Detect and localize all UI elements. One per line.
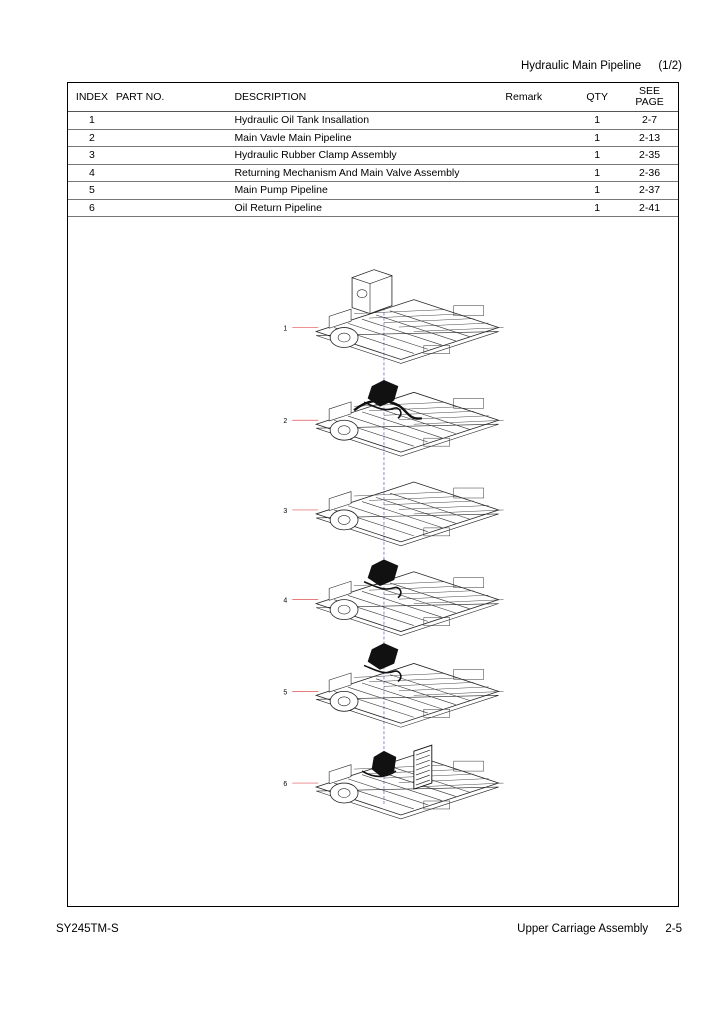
col-see-page-line2: PAGE xyxy=(635,96,664,108)
cell-description: Returning Mechanism And Main Valve Assem… xyxy=(234,164,506,182)
cell-description: Oil Return Pipeline xyxy=(234,199,506,217)
cell-qty: 1 xyxy=(573,111,622,130)
assembly-view-2 xyxy=(314,380,504,457)
table-header-row: INDEX PART NO. DESCRIPTION Remark QTY SE… xyxy=(68,83,678,112)
cell-index: 6 xyxy=(68,199,116,217)
cell-see-page: 2-7 xyxy=(621,111,678,130)
assembly-view-4 xyxy=(314,559,504,636)
col-part-no: PART NO. xyxy=(115,83,235,112)
assembly-view-1 xyxy=(314,269,504,364)
footer-page-number: 2-5 xyxy=(665,923,682,935)
header-page-fraction: (1/2) xyxy=(658,60,682,72)
footer-model: SY245TM-S xyxy=(56,923,119,935)
cell-qty: 1 xyxy=(573,181,622,200)
cell-part-no xyxy=(115,181,235,200)
col-remark: Remark xyxy=(505,83,574,112)
cell-remark xyxy=(505,164,574,182)
cell-remark xyxy=(505,146,574,165)
assembly-view-6 xyxy=(314,744,504,820)
cell-index: 3 xyxy=(68,146,116,165)
parts-table: INDEX PART NO. DESCRIPTION Remark QTY SE… xyxy=(68,83,678,217)
cell-description: Main Pump Pipeline xyxy=(234,181,506,200)
cell-qty: 1 xyxy=(573,146,622,165)
cell-remark xyxy=(505,129,574,147)
cell-see-page: 2-35 xyxy=(621,146,678,165)
cell-part-no xyxy=(115,146,235,165)
cell-description: Main Vavle Main Pipeline xyxy=(234,129,506,147)
callout-label-3: 3 xyxy=(283,508,287,515)
cell-index: 4 xyxy=(68,164,116,182)
cell-part-no xyxy=(115,111,235,130)
callout-label-1: 1 xyxy=(283,326,287,333)
col-qty: QTY xyxy=(573,83,622,112)
cell-qty: 1 xyxy=(573,129,622,147)
col-description: DESCRIPTION xyxy=(234,83,506,112)
cell-index: 5 xyxy=(68,181,116,200)
exploded-assembly-diagram: 1 2 3 4 5 6 xyxy=(283,269,504,820)
header-title: Hydraulic Main Pipeline xyxy=(520,60,642,72)
callout-label-5: 5 xyxy=(283,689,287,696)
content-frame: INDEX PART NO. DESCRIPTION Remark QTY SE… xyxy=(67,82,679,907)
assembly-view-3 xyxy=(314,481,504,547)
assembly-view-5 xyxy=(314,643,504,728)
cell-part-no xyxy=(115,164,235,182)
cell-part-no xyxy=(115,199,235,217)
cell-index: 1 xyxy=(68,111,116,130)
callout-label-6: 6 xyxy=(283,781,287,788)
col-index: INDEX xyxy=(68,83,116,112)
col-see-page-line1: SEE xyxy=(639,85,661,97)
callout-label-2: 2 xyxy=(283,418,287,425)
col-see-page: SEE PAGE xyxy=(621,83,678,112)
cell-qty: 1 xyxy=(573,164,622,182)
cell-see-page: 2-37 xyxy=(621,181,678,200)
cell-qty: 1 xyxy=(573,199,622,217)
cell-index: 2 xyxy=(68,129,116,147)
cell-see-page: 2-41 xyxy=(621,199,678,217)
cell-remark xyxy=(505,181,574,200)
page-header: Hydraulic Main Pipeline (1/2) xyxy=(521,60,682,72)
footer-section: Upper Carriage Assembly xyxy=(517,923,649,935)
cell-part-no xyxy=(115,129,235,147)
callout-label-4: 4 xyxy=(283,598,287,605)
cell-see-page: 2-36 xyxy=(621,164,678,182)
cell-description: Hydraulic Oil Tank Insallation xyxy=(234,111,506,130)
footer-section-page: Upper Carriage Assembly 2-5 xyxy=(517,923,682,935)
table-row: 4 Returning Mechanism And Main Valve Asse… xyxy=(68,164,678,182)
cell-see-page: 2-13 xyxy=(621,129,678,147)
cell-description: Hydraulic Rubber Clamp Assembly xyxy=(234,146,506,165)
cell-remark xyxy=(505,111,574,130)
cell-remark xyxy=(505,199,574,217)
